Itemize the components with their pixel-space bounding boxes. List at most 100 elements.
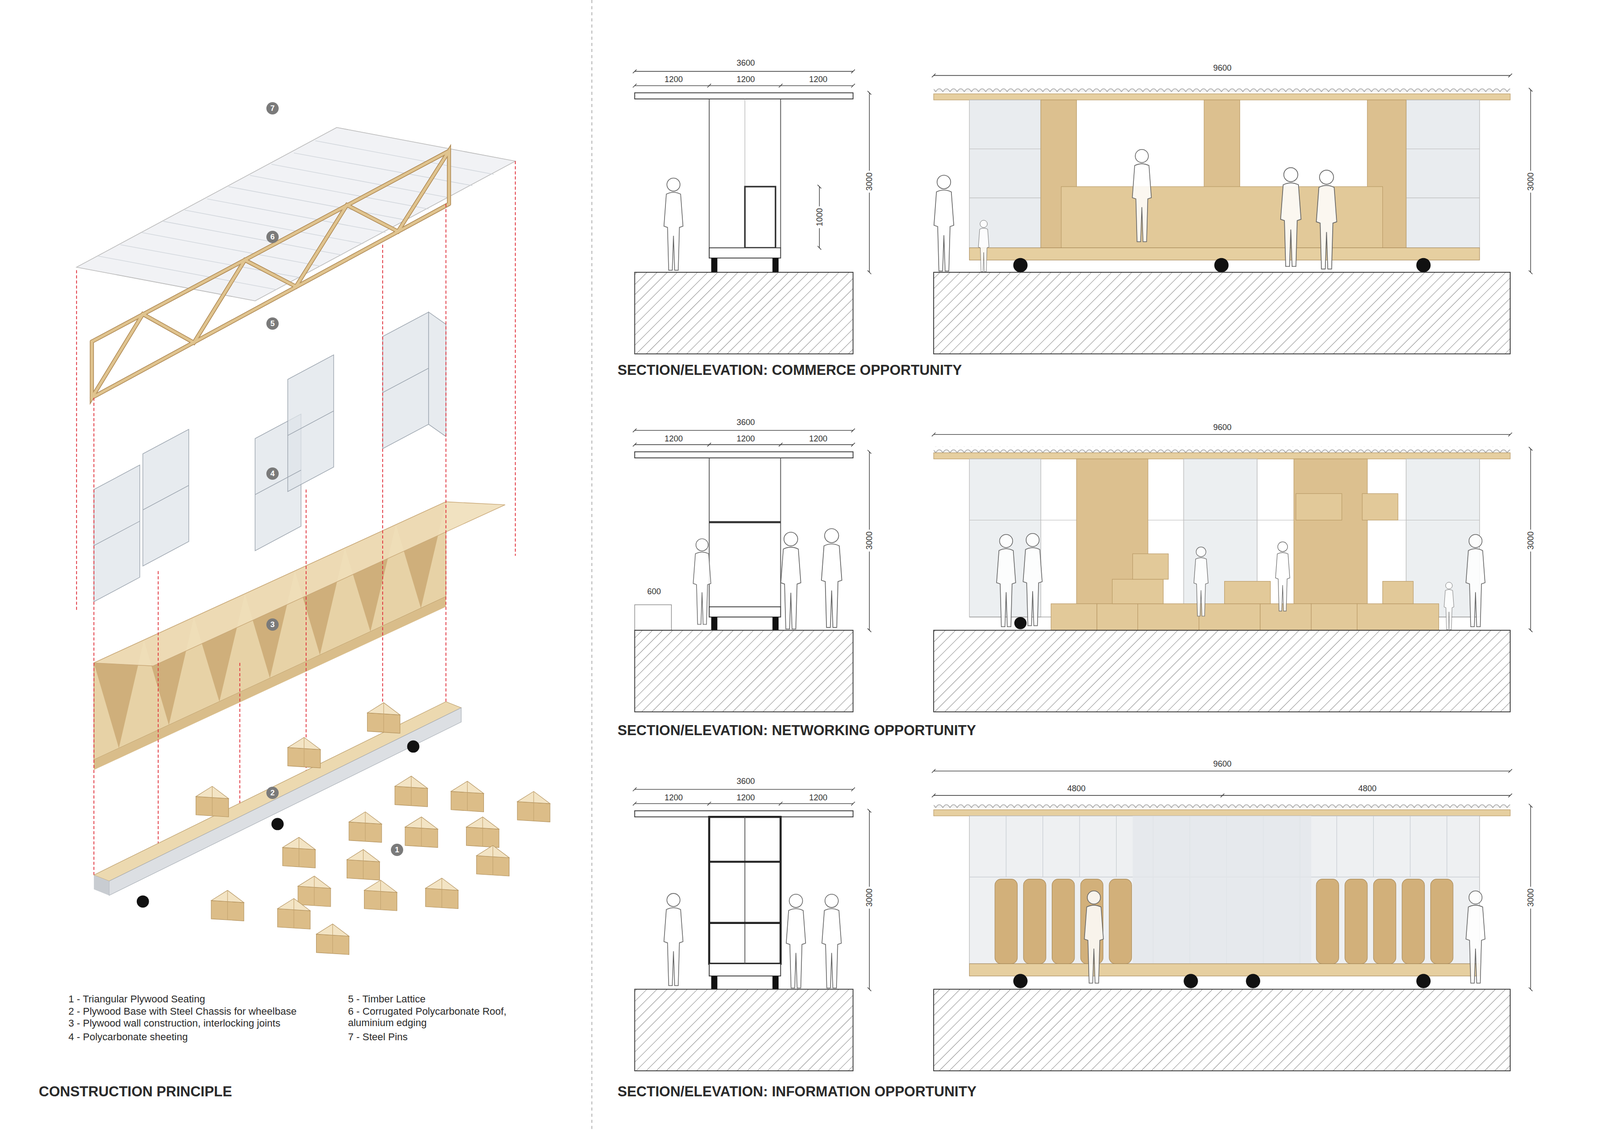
- triangular-seats: [277, 898, 311, 930]
- section-information: [634, 989, 854, 1071]
- triangular-seats: [394, 776, 428, 807]
- polycarbonate-sheets: [428, 311, 447, 437]
- section-networking: [634, 444, 854, 445]
- dimension-label: 3000: [1526, 529, 1536, 552]
- dimension-label: 3000: [1526, 886, 1536, 909]
- triangular-seats: [364, 880, 398, 911]
- triangular-seats: [425, 877, 459, 909]
- triangular-seats: [367, 702, 400, 734]
- elevation-networking: [933, 446, 1511, 453]
- triangular-seats: [405, 816, 438, 848]
- elevation-information: [1336, 815, 1337, 878]
- legend-entry: 6 - Corrugated Polycarbonate Roof, alumi…: [348, 1005, 542, 1029]
- elevation-networking: [1112, 579, 1164, 604]
- elevation-information: [1446, 815, 1448, 878]
- callout-number: 2: [266, 786, 279, 800]
- exploded-axonometric: [315, 140, 494, 175]
- elevation-commerce: [978, 220, 989, 272]
- section-commerce: [772, 258, 779, 273]
- plywood-base: [93, 701, 462, 882]
- elevation-information: [933, 771, 1531, 1071]
- red-dashed-guides: [514, 161, 516, 556]
- elevation-networking: [1050, 493, 1439, 631]
- red-dashed-guides: [157, 571, 159, 857]
- legend-entry: 1 - Triangular Plywood Seating: [68, 993, 206, 1005]
- elevation-information: [1373, 815, 1374, 878]
- dimension-label: 1200: [662, 74, 685, 85]
- dimension-label: 9600: [1211, 759, 1234, 769]
- section-networking: [634, 430, 870, 712]
- triangular-seats: [196, 702, 551, 955]
- red-dashed-guides: [76, 270, 78, 613]
- section-networking: [772, 617, 779, 631]
- section-commerce: [708, 98, 710, 248]
- triangular-seats: [451, 781, 484, 812]
- dimension-label: 3600: [734, 776, 757, 787]
- elevation-commerce: [933, 75, 1531, 354]
- elevation-commerce: [1406, 148, 1480, 150]
- triangular-seats: [347, 849, 380, 881]
- elevation-information: [933, 803, 1511, 810]
- callout-number: 5: [266, 317, 279, 330]
- elevation-information: [1316, 879, 1339, 965]
- triangular-seats: [196, 786, 229, 817]
- section-networking: [709, 521, 781, 524]
- elevation-networking: [933, 630, 1511, 712]
- elevation-commerce: [1406, 197, 1480, 198]
- elevation-networking: [1096, 603, 1138, 631]
- section-commerce: [664, 177, 684, 271]
- legend-entry: 7 - Steel Pins: [348, 1031, 408, 1043]
- elevation-networking: [1014, 617, 1027, 630]
- polycarbonate-sheets: [287, 410, 334, 436]
- elevation-information: [969, 815, 1480, 964]
- section-commerce: [744, 186, 776, 248]
- triangular-seats: [348, 811, 382, 843]
- section-information: [634, 789, 870, 1071]
- section-information: [709, 816, 781, 964]
- polycarbonate-sheets: [93, 465, 141, 603]
- elevation-information: [1116, 815, 1117, 878]
- callout-number: 7: [266, 102, 279, 115]
- plywood-base: [93, 701, 462, 909]
- elevation-commerce: [934, 175, 954, 271]
- section-information: [711, 976, 717, 990]
- section-information: [634, 803, 854, 804]
- plywood-wall: [93, 501, 506, 666]
- section-commerce: [744, 98, 746, 187]
- exploded-axonometric: [163, 221, 343, 255]
- elevation-information: [1373, 879, 1396, 965]
- elevation-networking: [933, 452, 1511, 459]
- callout-number: 1: [390, 843, 404, 857]
- elevation-networking: [996, 534, 1016, 627]
- elevation-commerce: [1406, 99, 1480, 248]
- dimension-label: 600: [645, 587, 663, 597]
- dimension-label: 1200: [662, 793, 685, 803]
- section-commerce: [634, 85, 854, 86]
- triangular-seats: [476, 845, 510, 877]
- polycarbonate-sheets: [142, 485, 189, 510]
- elevation-networking: [1137, 603, 1200, 631]
- exploded-axonometric: [249, 175, 429, 210]
- plywood-base: [93, 875, 110, 896]
- section-information: [634, 789, 854, 790]
- section-commerce: [709, 247, 781, 258]
- dimension-label: 4800: [1356, 784, 1379, 794]
- elevation-commerce: [933, 75, 1511, 76]
- elevation-networking: [1465, 534, 1486, 627]
- dimension-label: 3600: [734, 58, 757, 68]
- dimension-label: 1000: [815, 206, 825, 229]
- elevation-networking: [1295, 493, 1342, 520]
- section-networking: [634, 430, 854, 431]
- plywood-base: [109, 707, 462, 896]
- section-information: [709, 860, 781, 863]
- elevation-commerce: [1013, 258, 1028, 273]
- triangular-seats: [211, 890, 245, 921]
- elevation-information: [1246, 974, 1261, 989]
- exploded-axonometric: [98, 140, 494, 290]
- elevation-information: [1465, 891, 1486, 984]
- red-dashed-guides: [382, 244, 384, 735]
- elevation-information: [1023, 879, 1046, 965]
- elevation-information: [933, 989, 1511, 1071]
- section-heading: SECTION/ELEVATION: COMMERCE OPPORTUNITY: [617, 362, 962, 379]
